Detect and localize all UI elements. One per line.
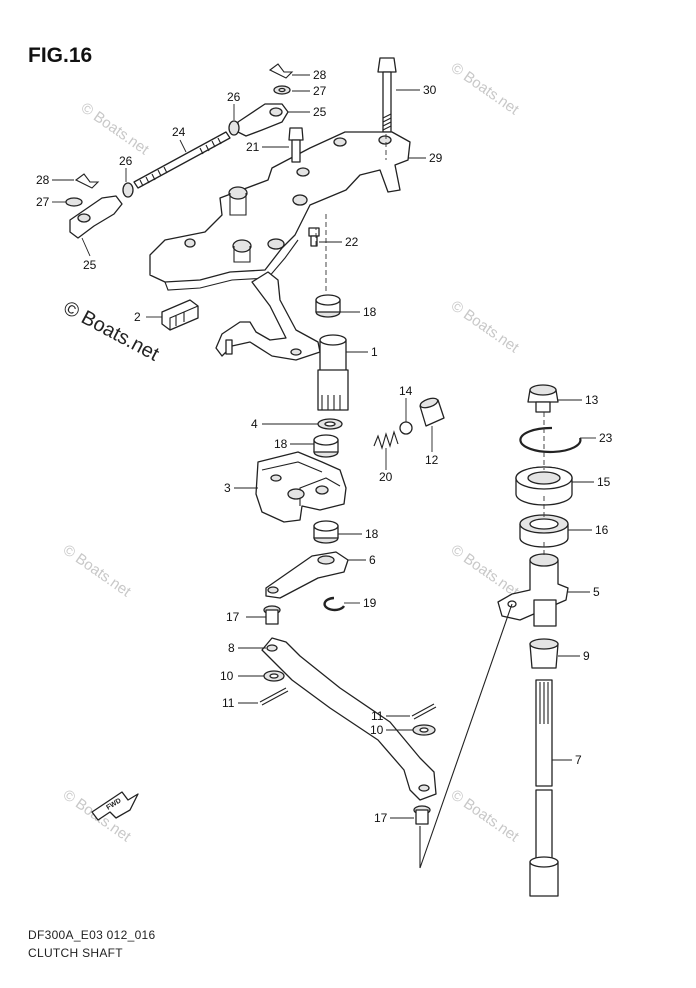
part-26-nut-lower (122, 182, 134, 198)
callout-15: 15 (597, 475, 611, 489)
part-19-circlip (323, 596, 346, 612)
assembly-guide-line (419, 603, 513, 869)
part-7-clutch-rod (529, 679, 559, 897)
part-1-clutch-lever (215, 271, 349, 411)
diagram-name: CLUTCH SHAFT (28, 946, 123, 960)
callout-18: 18 (363, 305, 377, 319)
watermark: © Boats.net (60, 541, 135, 600)
callout-27: 27 (313, 84, 327, 98)
callout-16: 16 (595, 523, 609, 537)
callout-18: 18 (365, 527, 379, 541)
callout-13: 13 (585, 393, 599, 407)
watermark-large: © Boats.net (60, 297, 163, 366)
callout-21: 21 (246, 140, 260, 154)
callout-8: 8 (228, 641, 235, 655)
part-9-bushing (529, 638, 559, 669)
watermark: © Boats.net (448, 297, 523, 356)
callout-26: 26 (227, 90, 241, 104)
callout-4: 4 (251, 417, 258, 431)
callout-2: 2 (134, 310, 141, 324)
part-22-bolt (308, 227, 320, 247)
part-25-rod-end-lower (69, 195, 123, 239)
fwd-direction-arrow: FWD (91, 791, 139, 821)
part-18-bushing-top (315, 294, 341, 318)
part-17-bushing-lower (413, 805, 431, 825)
diagram-code: DF300A_E03 012_016 (28, 928, 156, 942)
callout-1: 1 (371, 345, 378, 359)
callout-10: 10 (220, 669, 234, 683)
callout-7: 7 (575, 753, 582, 767)
part-5-shift-housing (497, 553, 569, 627)
callout-19: 19 (363, 596, 377, 610)
callout-27: 27 (36, 195, 50, 209)
part-4-washer (317, 418, 343, 430)
part-21-bolt (288, 127, 304, 163)
callout-23: 23 (599, 431, 613, 445)
part-18-bushing-middle (313, 434, 339, 458)
part-13-plug (527, 384, 559, 413)
part-11-cotter-pin-lower (411, 703, 437, 720)
callout-28: 28 (313, 68, 327, 82)
callout-22: 22 (345, 235, 359, 249)
callout-30: 30 (423, 83, 437, 97)
part-30-bolt (377, 57, 397, 133)
part-11-cotter-pin-upper (259, 687, 289, 706)
callout-3: 3 (224, 481, 231, 495)
part-2-clip (161, 299, 199, 331)
callout-10: 10 (370, 723, 384, 737)
callout-25: 25 (83, 258, 97, 272)
part-6-lever (265, 551, 349, 599)
callout-24: 24 (172, 125, 186, 139)
callout-25: 25 (313, 105, 327, 119)
part-29-shift-bracket (149, 131, 411, 291)
part-23-snap-ring (519, 426, 582, 454)
callout-5: 5 (593, 585, 600, 599)
callout-28: 28 (36, 173, 50, 187)
callout-6: 6 (369, 553, 376, 567)
part-16-seal (519, 514, 569, 548)
callout-26: 26 (119, 154, 133, 168)
callout-labels: 28 27 26 25 30 24 21 29 26 28 27 25 22 1… (36, 68, 613, 825)
watermark: © Boats.net (78, 99, 153, 158)
callout-20: 20 (379, 470, 393, 484)
callout-leaders (52, 74, 596, 819)
part-26-nut-upper (228, 120, 240, 136)
watermark: © Boats.net (448, 786, 523, 845)
figure-title: FIG.16 (28, 44, 93, 67)
part-25-rod-end-upper (237, 103, 289, 137)
callout-18: 18 (274, 437, 288, 451)
callout-11: 11 (371, 709, 384, 723)
part-27-washer-lower (65, 197, 83, 207)
part-27-washer-upper (273, 85, 291, 95)
part-28-clip-upper (268, 63, 294, 79)
callout-17: 17 (374, 811, 388, 825)
part-3-shift-block (255, 451, 347, 523)
part-20-spring (373, 430, 399, 450)
watermark: © Boats.net (448, 59, 523, 118)
part-24-shift-rod (133, 131, 231, 189)
part-10-washer-upper (263, 670, 285, 682)
part-15-bearing (515, 466, 573, 506)
callout-17: 17 (226, 610, 240, 624)
callout-14: 14 (399, 384, 413, 398)
centerline (315, 134, 545, 556)
part-10-washer-lower (412, 724, 436, 736)
callout-9: 9 (583, 649, 590, 663)
callout-29: 29 (429, 151, 443, 165)
part-8-link-arm (261, 637, 437, 801)
part-18-bushing-lower (313, 520, 339, 544)
watermark: © Boats.net (448, 541, 523, 600)
callout-11: 11 (222, 696, 235, 710)
part-14-ball (399, 421, 413, 435)
part-17-bushing-upper (263, 605, 281, 625)
part-12-sleeve (419, 397, 445, 427)
part-28-clip-lower (74, 173, 100, 189)
callout-12: 12 (425, 453, 439, 467)
